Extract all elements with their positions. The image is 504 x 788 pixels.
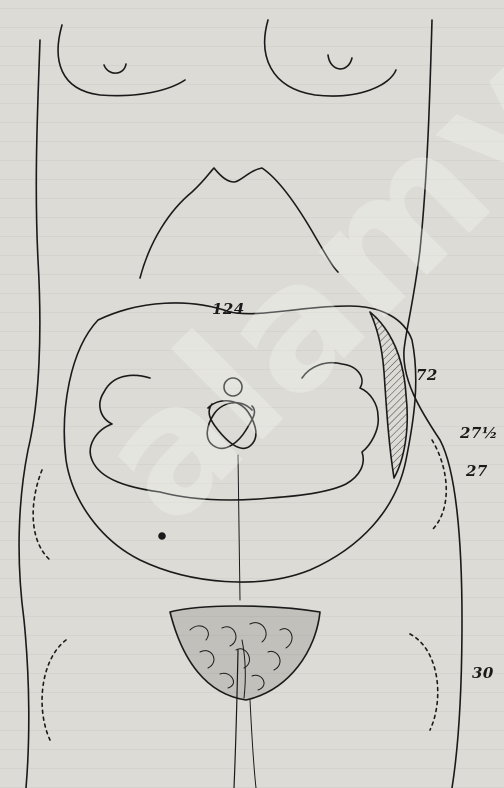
left-hip-dotted [33,470,50,560]
measure-label-right-low: 27 [466,462,488,480]
tumor-outer [64,303,415,582]
left-nipple [104,64,126,73]
navel [224,378,242,396]
linea-lower-2 [250,700,256,788]
measure-label-right-bottom: 30 [472,664,494,682]
linea-alba [238,455,240,600]
right-nipple [328,55,352,69]
right-hip-dotted [432,440,446,530]
costal-arch [140,168,338,278]
torso-right-outline [404,20,462,788]
marker-dot [159,533,165,539]
hatched-lobe [370,312,407,478]
torso-left-outline [19,40,40,788]
right-groin-dotted [410,634,438,730]
measure-label-right-upper: 72 [416,366,438,384]
tumor-inner [90,363,378,500]
right-breast [265,20,396,96]
left-groin-dotted [42,640,66,740]
measure-label-top: 124 [212,300,245,318]
measure-label-right-mid: 27½ [460,424,498,442]
left-breast [58,25,185,96]
